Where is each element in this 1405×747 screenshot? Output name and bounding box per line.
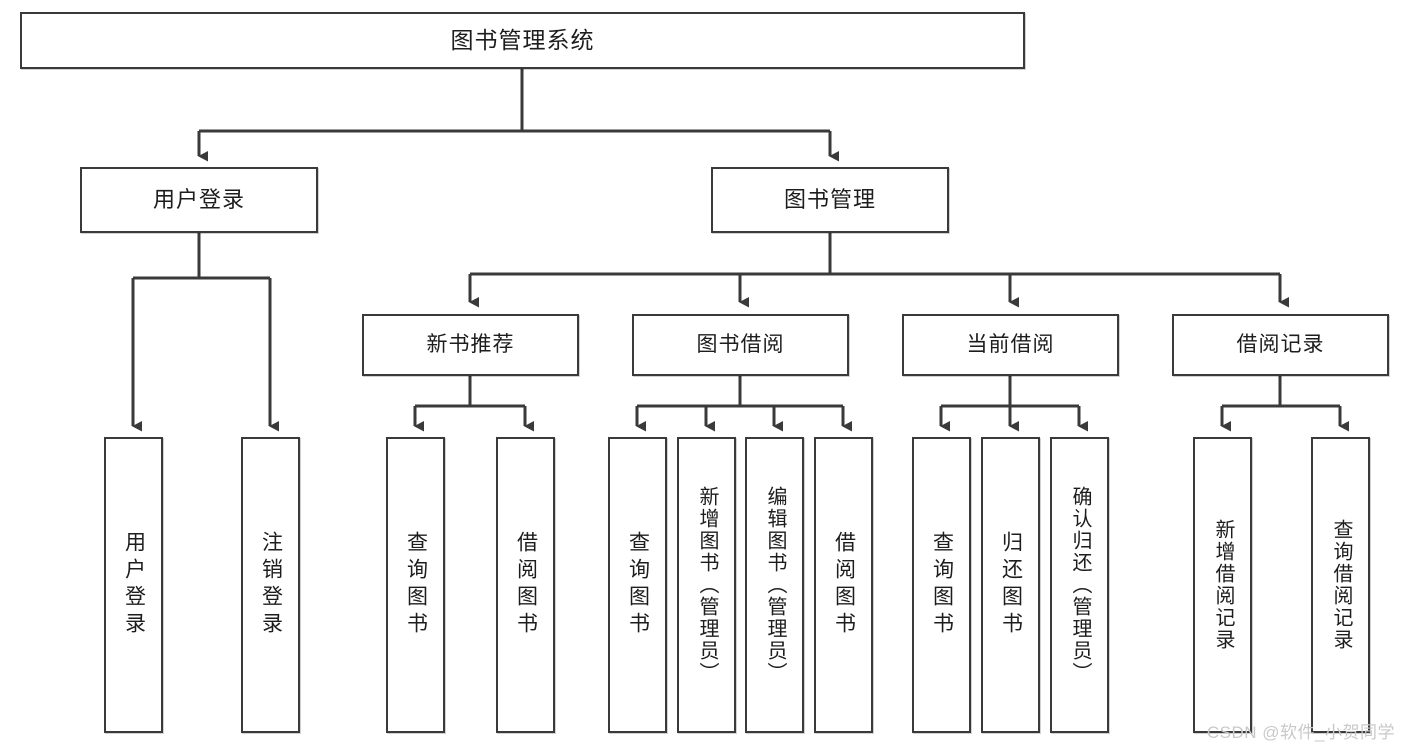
leaf-borrow-book[interactable]: 借阅图书 [814,437,873,733]
leaf-logout[interactable]: 注销登录 [241,437,300,733]
leaf-label: 新增图书（管理员） [696,486,718,684]
node-current-borrow[interactable]: 当前借阅 [902,314,1119,376]
leaf-label: 借阅图书 [514,531,538,639]
leaf-query-book-recommend[interactable]: 查询图书 [386,437,445,733]
node-label: 新书推荐 [426,332,515,356]
node-label: 图书借阅 [696,332,785,356]
leaf-query-book-current[interactable]: 查询图书 [912,437,971,733]
leaf-confirm-return-admin[interactable]: 确认归还（管理员） [1050,437,1109,733]
leaf-user-login[interactable]: 用户登录 [104,437,163,733]
leaf-edit-book-admin[interactable]: 编辑图书（管理员） [745,437,804,733]
leaf-label: 确认归还（管理员） [1069,486,1091,684]
leaf-label: 注销登录 [259,531,283,639]
node-label: 用户登录 [152,187,245,213]
leaf-label: 用户登录 [122,531,146,639]
leaf-label: 新增借阅记录 [1212,519,1234,651]
node-borrow-record[interactable]: 借阅记录 [1172,314,1389,376]
leaf-return-book[interactable]: 归还图书 [981,437,1040,733]
leaf-add-book-admin[interactable]: 新增图书（管理员） [677,437,736,733]
leaf-query-borrow-record[interactable]: 查询借阅记录 [1311,437,1370,733]
leaf-borrow-book-recommend[interactable]: 借阅图书 [496,437,555,733]
leaf-label: 查询借阅记录 [1330,519,1352,651]
leaf-label: 查询图书 [404,531,428,639]
leaf-label: 归还图书 [999,531,1023,639]
node-book-management[interactable]: 图书管理 [711,167,949,233]
node-label: 当前借阅 [966,332,1055,356]
node-new-book-recommend[interactable]: 新书推荐 [362,314,579,376]
node-book-borrow[interactable]: 图书借阅 [632,314,849,376]
leaf-query-book-borrow[interactable]: 查询图书 [608,437,667,733]
leaf-add-borrow-record[interactable]: 新增借阅记录 [1193,437,1252,733]
leaf-label: 查询图书 [930,531,954,639]
node-root-system[interactable]: 图书管理系统 [20,12,1025,69]
node-label: 借阅记录 [1236,332,1325,356]
node-label: 图书管理 [783,187,876,213]
leaf-label: 查询图书 [626,531,650,639]
node-user-login[interactable]: 用户登录 [80,167,318,233]
leaf-label: 借阅图书 [832,531,856,639]
node-label: 图书管理系统 [450,27,595,54]
leaf-label: 编辑图书（管理员） [764,486,786,684]
